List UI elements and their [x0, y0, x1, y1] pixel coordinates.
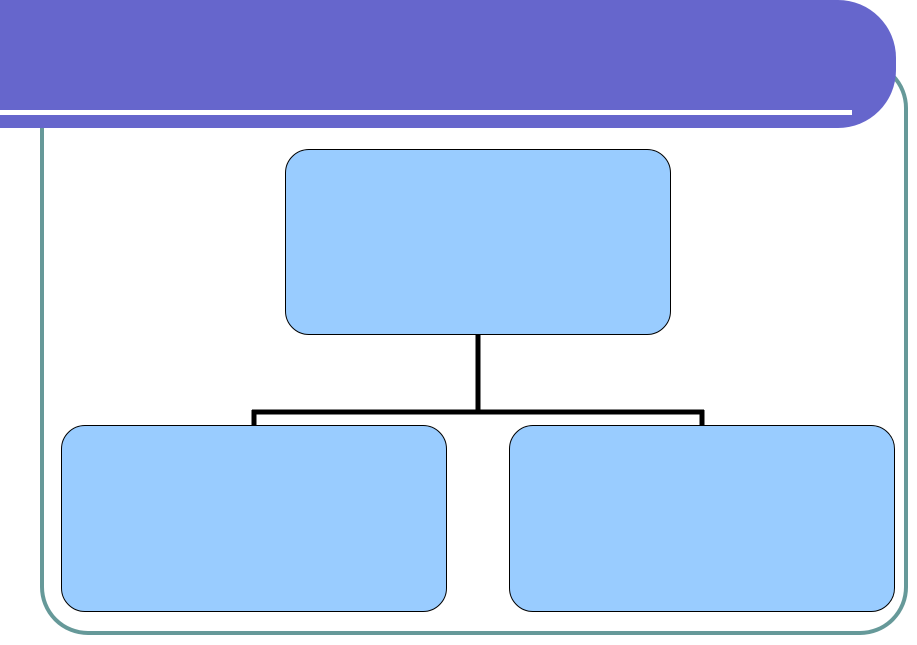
child-node-right [509, 425, 895, 612]
root-node [285, 149, 671, 335]
title-underline [0, 110, 852, 115]
title-band [0, 0, 896, 128]
child-node-left [61, 425, 447, 612]
